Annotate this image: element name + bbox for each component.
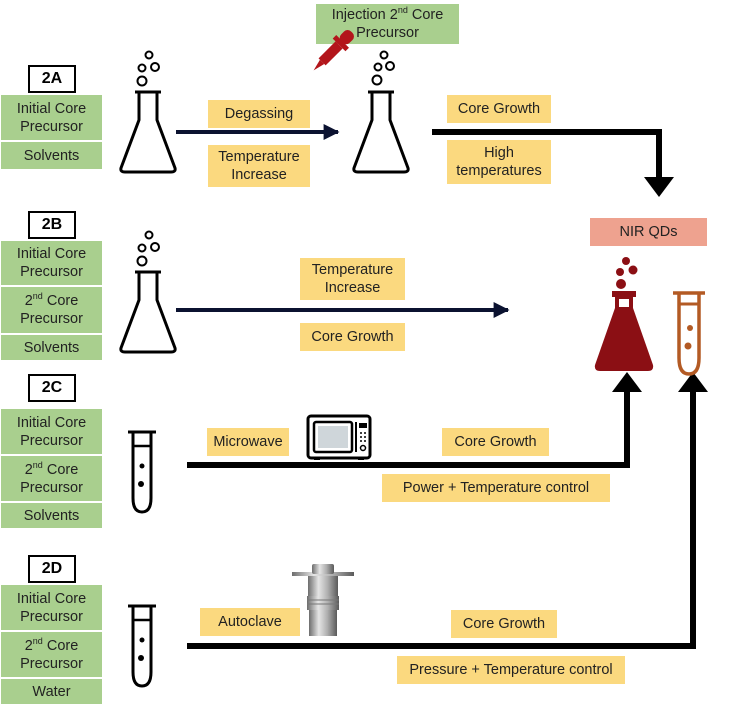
panel-2a-initial-core-box: Initial Core Precursor xyxy=(0,94,103,141)
panel-2b-temperature-text: Temperature Increase xyxy=(311,262,394,296)
panel-2b-tag: 2B xyxy=(28,211,76,239)
panel-2a-second-flask-icon xyxy=(352,50,410,174)
panel-2b-second-core-line1: 2nd Core xyxy=(24,291,79,309)
dropper-icon xyxy=(313,30,354,71)
autoclave-text: Autoclave xyxy=(218,614,282,630)
panel-2d-second-core-line1: 2nd Core xyxy=(24,635,79,654)
panel-2d-test-tube-icon xyxy=(128,604,156,688)
panel-2d-initial-core-box: Initial Core Precursor xyxy=(0,584,103,631)
panel-2b-solvents-box: Solvents xyxy=(0,334,103,361)
panel-2a-output-arrowhead xyxy=(644,177,674,197)
panel-2c-solvents-box: Solvents xyxy=(0,502,103,529)
panel-2c-core-growth-box: Core Growth xyxy=(442,428,549,456)
panel-2a-label: 2A xyxy=(41,70,63,87)
panel-2c-initial-core-text: Initial Core Precursor xyxy=(16,414,87,449)
panel-2b-second-core-line2: Precursor xyxy=(20,311,83,327)
panel-2c-label: 2C xyxy=(41,379,63,396)
panel-2d-output-arrowhead xyxy=(678,372,708,392)
autoclave-icon xyxy=(292,564,354,636)
microwave-box: Microwave xyxy=(207,428,289,456)
panel-2a-solvents-box: Solvents xyxy=(0,141,103,170)
panel-2c-output-arrowhead xyxy=(612,372,642,392)
panel-2c-second-core-line1: 2nd Core xyxy=(24,459,79,478)
panel-2b-initial-core-box: Initial Core Precursor xyxy=(0,240,103,286)
power-temperature-box: Power + Temperature control xyxy=(382,474,610,502)
panel-2d-second-core-box: 2nd Core Precursor xyxy=(0,631,103,678)
panel-2d-output-path xyxy=(187,388,696,649)
panel-2b-flask-icon xyxy=(119,230,177,354)
high-temperatures-text: High temperatures xyxy=(456,145,542,179)
panel-2a-temperature-box: Temperature Increase xyxy=(208,145,310,187)
panel-2b-initial-core-text: Initial Core Precursor xyxy=(16,246,87,280)
panel-2a-temperature-text: Temperature Increase xyxy=(218,149,300,183)
panel-2d-core-growth-text: Core Growth xyxy=(462,616,546,632)
injection-line2: Precursor xyxy=(356,25,419,41)
microwave-text: Microwave xyxy=(213,434,283,450)
autoclave-box: Autoclave xyxy=(200,608,300,636)
panel-2c-second-core-line2: Precursor xyxy=(20,479,83,496)
panel-2d-second-core-line2: Precursor xyxy=(20,655,83,672)
panel-2a-initial-core-text: Initial Core Precursor xyxy=(16,100,87,135)
nir-qds-text: NIR QDs xyxy=(619,224,678,240)
panel-2a-core-growth-text: Core Growth xyxy=(457,101,541,117)
panel-2a-tag: 2A xyxy=(28,65,76,93)
panel-2c-output-path xyxy=(187,388,630,468)
panel-2c-second-core-box: 2nd Core Precursor xyxy=(0,455,103,502)
panel-2c-tag: 2C xyxy=(28,374,76,402)
panel-2c-initial-core-box: Initial Core Precursor xyxy=(0,408,103,455)
panel-2d-water-text: Water xyxy=(32,683,71,700)
panel-2d-initial-core-text: Initial Core Precursor xyxy=(16,590,87,625)
panel-2b-second-core-box: 2nd Core Precursor xyxy=(0,286,103,334)
pressure-temperature-box: Pressure + Temperature control xyxy=(397,656,625,684)
panel-2c-solvents-text: Solvents xyxy=(23,507,80,524)
panel-2d-core-growth-box: Core Growth xyxy=(451,610,557,638)
panel-2a-solvents-text: Solvents xyxy=(23,147,80,164)
panel-2a-flask-icon xyxy=(119,50,177,174)
nir-qds-test-tube-icon xyxy=(673,291,705,376)
degassing-box: Degassing xyxy=(208,100,310,128)
panel-2a-output-path xyxy=(432,129,662,182)
injection-line1: Injection 2nd Core xyxy=(331,5,444,23)
panel-2b-core-growth-text: Core Growth xyxy=(311,329,394,345)
nir-qds-flask-icon xyxy=(594,257,654,371)
pressure-temperature-text: Pressure + Temperature control xyxy=(409,662,613,678)
high-temperatures-box: High temperatures xyxy=(447,140,551,184)
panel-2a-core-growth-box: Core Growth xyxy=(447,95,551,123)
panel-2b-temperature-box: Temperature Increase xyxy=(300,258,405,300)
panel-2c-core-growth-text: Core Growth xyxy=(454,434,537,450)
panel-2d-label: 2D xyxy=(41,560,63,577)
panel-2c-test-tube-icon xyxy=(128,430,156,514)
panel-2b-core-growth-box: Core Growth xyxy=(300,323,405,351)
microwave-icon xyxy=(306,414,372,460)
panel-2d-tag: 2D xyxy=(28,555,76,583)
panel-2b-label: 2B xyxy=(41,216,63,233)
panel-2b-solvents-text: Solvents xyxy=(23,339,80,356)
injection-box: Injection 2nd Core Precursor xyxy=(315,3,460,45)
degassing-text: Degassing xyxy=(224,106,294,122)
nir-qds-box: NIR QDs xyxy=(590,218,707,246)
power-temperature-text: Power + Temperature control xyxy=(402,480,590,496)
